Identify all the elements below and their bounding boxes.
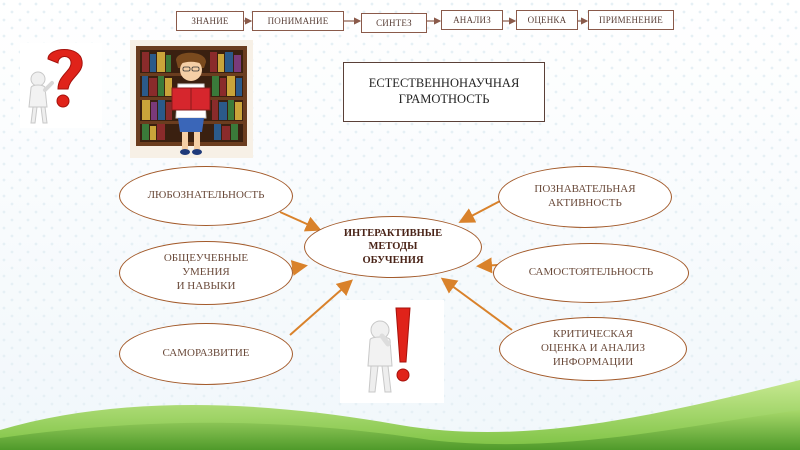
- step-synthesis: СИНТЕЗ: [361, 13, 427, 33]
- arrow-top-right: [458, 199, 503, 223]
- step-knowledge: ЗНАНИЕ: [176, 11, 244, 31]
- question-person-icon: [20, 43, 102, 128]
- node-general-skills: ОБЩЕУЧЕБНЫЕ УМЕНИЯ И НАВЫКИ: [119, 241, 293, 305]
- node-curiosity: ЛЮБОЗНАТЕЛЬНОСТЬ: [119, 166, 293, 226]
- center-node: ИНТЕРАКТИВНЫЕ МЕТОДЫ ОБУЧЕНИЯ: [304, 216, 482, 278]
- exclamation-person-icon: [340, 300, 444, 403]
- node-cognitive-activity: ПОЗНАВАТЕЛЬНАЯ АКТИВНОСТЬ: [498, 166, 672, 228]
- page-title: ЕСТЕСТВЕННОНАУЧНАЯ ГРАМОТНОСТЬ: [343, 62, 545, 122]
- node-self-development: САМОРАЗВИТИЕ: [119, 323, 293, 385]
- step-evaluation: ОЦЕНКА: [516, 10, 578, 30]
- grass-front: [0, 410, 800, 450]
- step-application: ПРИМЕНЕНИЕ: [588, 10, 674, 30]
- step-analysis: АНАЛИЗ: [441, 10, 503, 30]
- arrow-bottom-right: [440, 277, 513, 331]
- arrow-bottom-left: [289, 279, 353, 336]
- arrow-top-left: [279, 211, 322, 232]
- arrow-mid-left: [290, 260, 308, 276]
- teacher-bookshelf-icon: [130, 40, 253, 158]
- node-independence: САМОСТОЯТЕЛЬНОСТЬ: [493, 243, 689, 303]
- node-critical-analysis: КРИТИЧЕСКАЯ ОЦЕНКА И АНАЛИЗ ИНФОРМАЦИИ: [499, 317, 687, 381]
- step-understanding: ПОНИМАНИЕ: [252, 11, 344, 31]
